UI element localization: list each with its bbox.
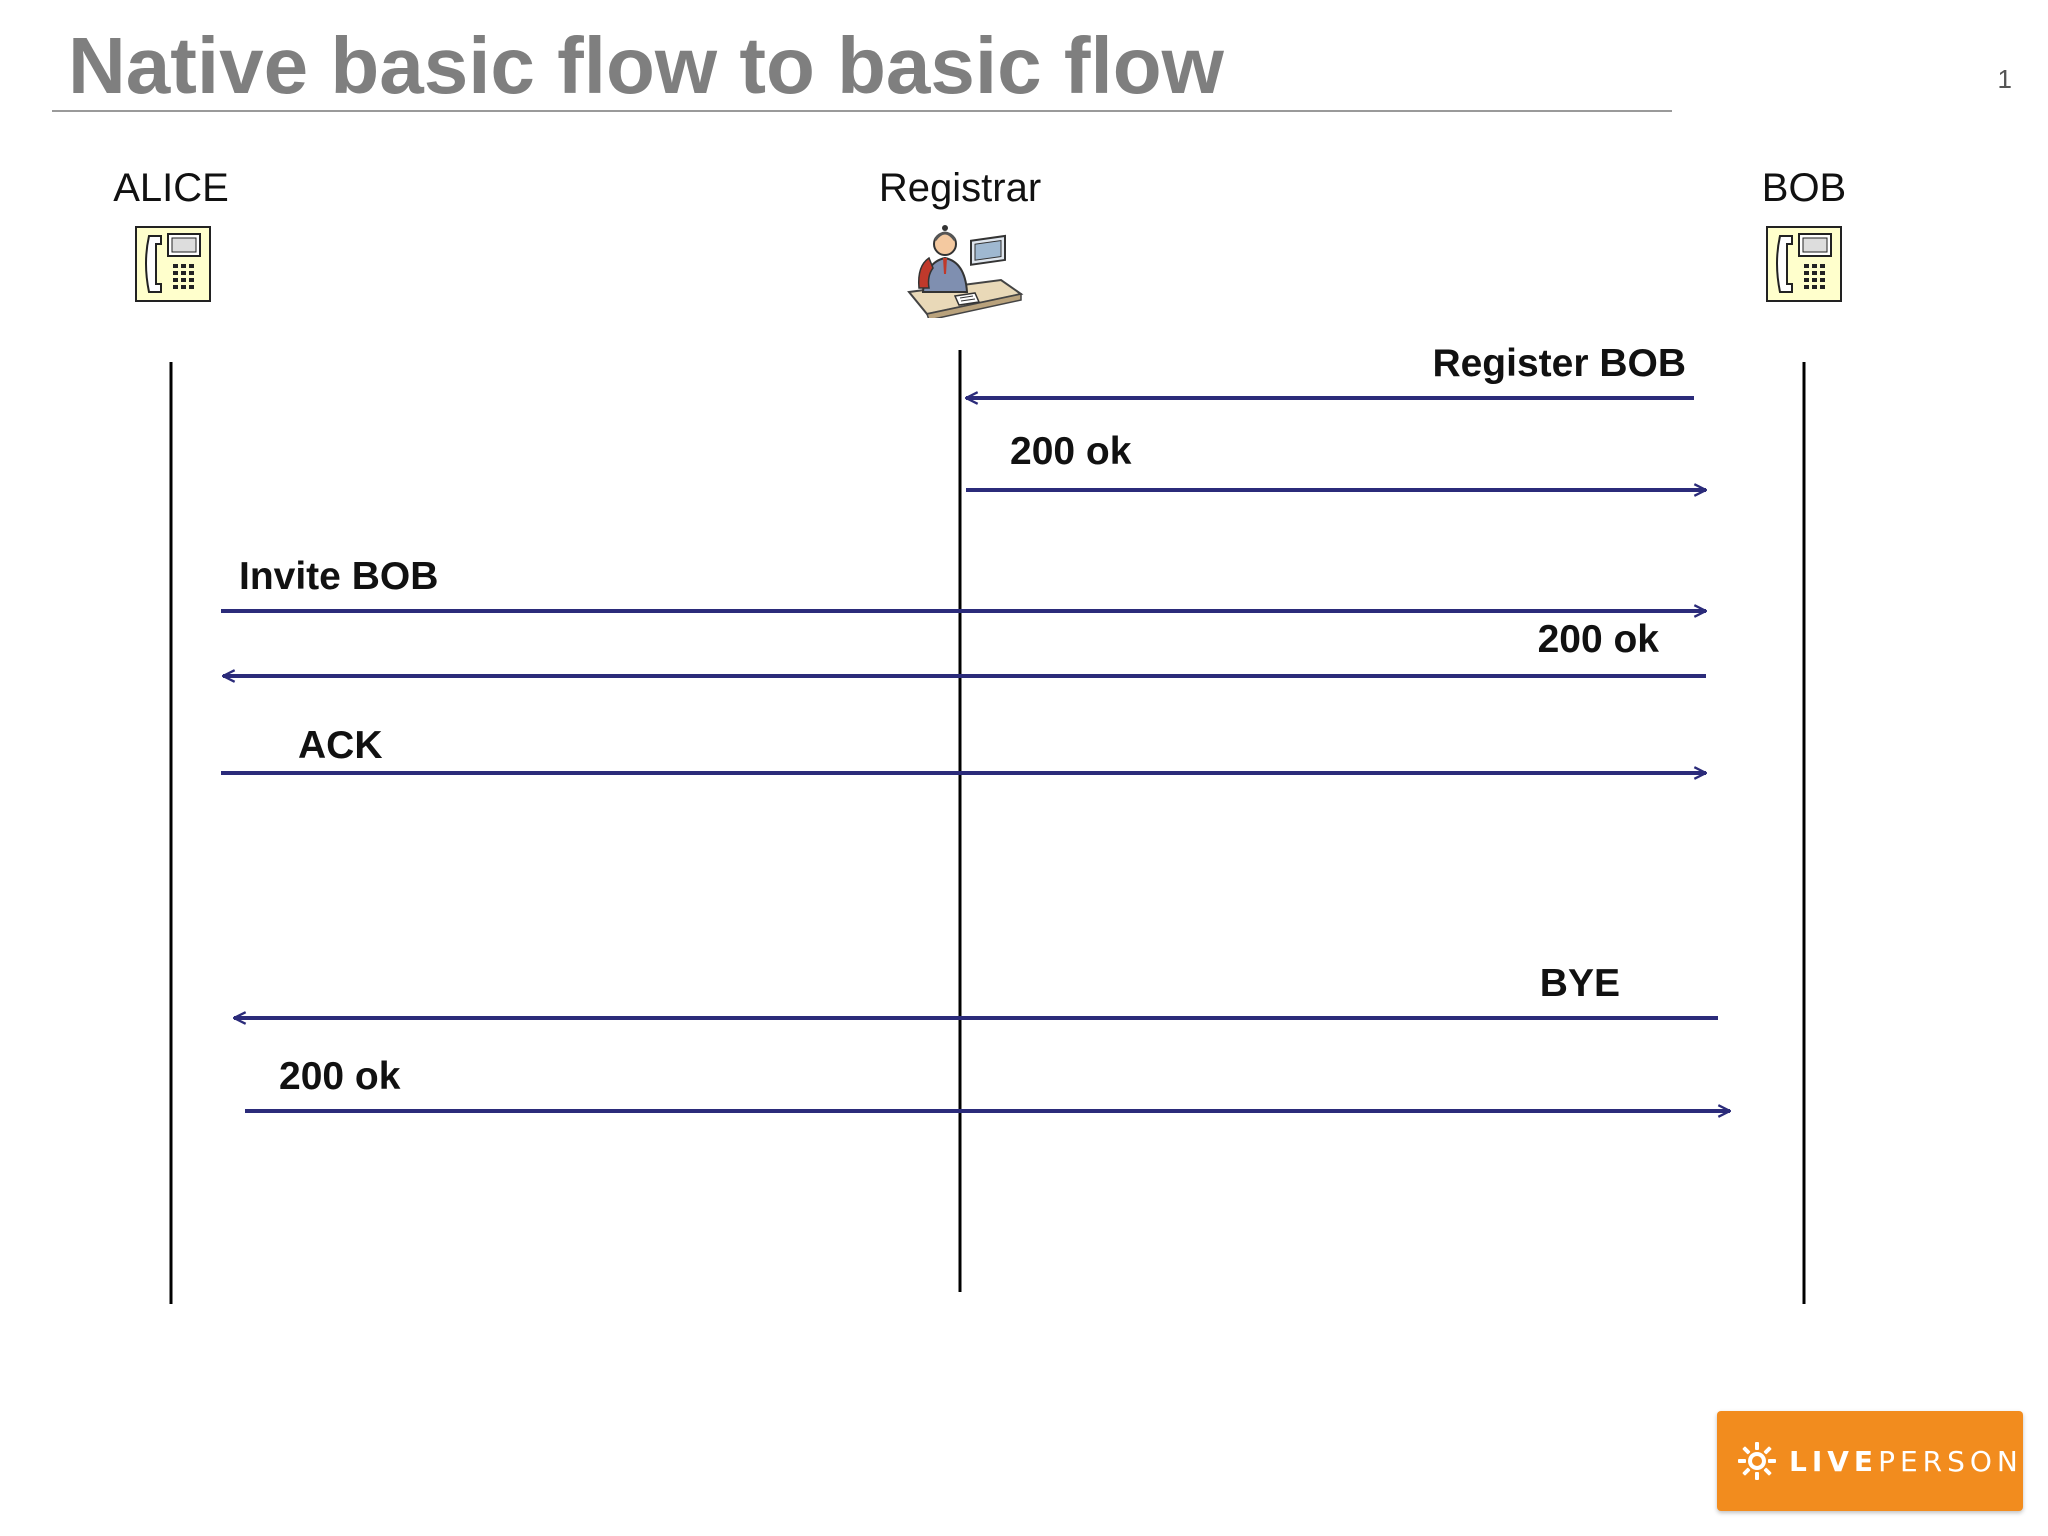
logo-wordmark: LIVEPERSON xyxy=(1789,1445,2023,1478)
sun-icon xyxy=(1738,1442,1776,1480)
message-label-bye: BYE xyxy=(1540,962,1620,1005)
message-label-invite-bob: Invite BOB xyxy=(239,555,438,598)
message-label-register-bob: Register BOB xyxy=(1432,342,1686,385)
message-label-200-ok-2: 200 ok xyxy=(1538,618,1660,661)
actor-label-alice: ALICE xyxy=(113,166,229,210)
liveperson-logo: LIVEPERSON xyxy=(1717,1411,2023,1511)
registrar-clerk-icon xyxy=(907,225,1024,318)
page-number: 1 xyxy=(1997,64,2012,94)
slide-title: Native basic flow to basic flow xyxy=(68,21,1224,110)
message-label-200-ok-3: 200 ok xyxy=(279,1055,401,1098)
actor-label-registrar: Registrar xyxy=(878,166,1042,210)
actor-label-bob: BOB xyxy=(1761,166,1847,210)
message-label-ack: ACK xyxy=(298,724,383,767)
alice-phone-icon xyxy=(135,226,211,302)
title-divider xyxy=(52,110,1672,112)
message-label-200-ok-1: 200 ok xyxy=(1010,430,1132,473)
logo-text-live: LIVE xyxy=(1789,1444,1879,1478)
logo-text-person: PERSON xyxy=(1878,1444,2023,1478)
bob-phone-icon xyxy=(1766,226,1842,302)
